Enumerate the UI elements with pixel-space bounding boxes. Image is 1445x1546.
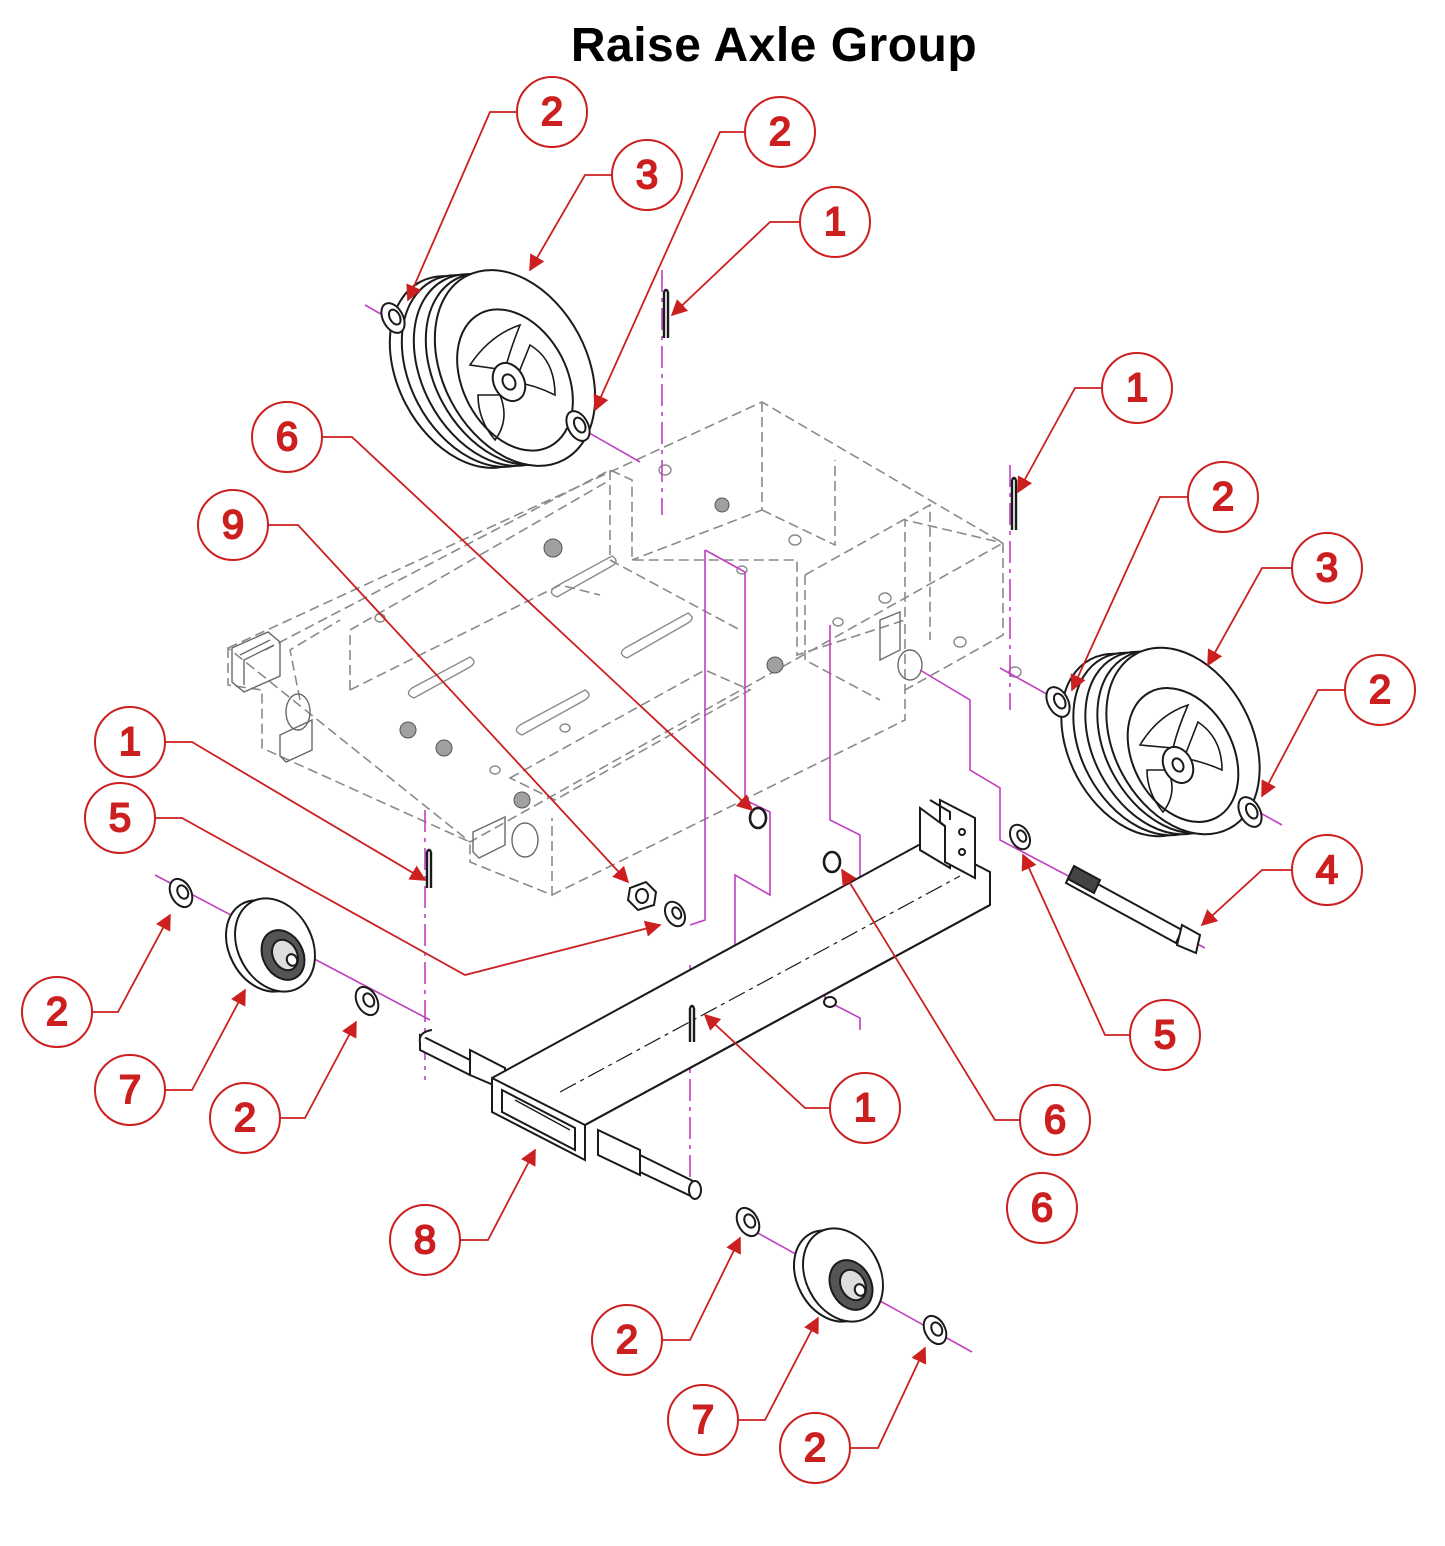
svg-text:2: 2 xyxy=(234,1096,256,1140)
callout-1: 1 xyxy=(829,1072,901,1144)
svg-text:6: 6 xyxy=(1044,1098,1066,1142)
callout-2: 2 xyxy=(209,1082,281,1154)
svg-text:1: 1 xyxy=(1126,366,1148,410)
callout-7: 7 xyxy=(94,1054,166,1126)
callout-2: 2 xyxy=(1344,654,1416,726)
callout-2: 2 xyxy=(744,96,816,168)
callout-2: 2 xyxy=(591,1304,663,1376)
svg-text:2: 2 xyxy=(46,990,68,1034)
svg-text:1: 1 xyxy=(824,200,846,244)
callouts: 2 3 2 1 6 9 1 2 3 2 1 5 4 5 2 7 2 1 6 6 … xyxy=(21,76,1416,1484)
svg-text:6: 6 xyxy=(276,415,298,459)
callout-5: 5 xyxy=(1129,999,1201,1071)
svg-text:2: 2 xyxy=(769,110,791,154)
callout-1: 1 xyxy=(94,706,166,778)
svg-text:5: 5 xyxy=(109,796,131,840)
svg-text:2: 2 xyxy=(541,90,563,134)
callout-9: 9 xyxy=(197,489,269,561)
axle-bolt xyxy=(1064,864,1202,955)
svg-text:4: 4 xyxy=(1316,848,1338,892)
svg-text:1: 1 xyxy=(119,720,141,764)
wheel-upper-left xyxy=(388,269,597,469)
frame-slots xyxy=(374,464,1022,775)
svg-text:2: 2 xyxy=(616,1318,638,1362)
svg-text:5: 5 xyxy=(1154,1013,1176,1057)
callout-2: 2 xyxy=(779,1412,851,1484)
frame-brackets xyxy=(231,610,923,859)
leader-lines xyxy=(92,111,1345,1449)
callout-3: 3 xyxy=(1291,532,1363,604)
callout-3: 3 xyxy=(611,139,683,211)
cotter-pins xyxy=(425,288,1018,1042)
lock-nut xyxy=(626,880,658,912)
diagram-title: Raise Axle Group xyxy=(570,19,978,72)
svg-text:3: 3 xyxy=(1316,546,1338,590)
wheel-right xyxy=(1060,646,1261,838)
callout-2: 2 xyxy=(516,76,588,148)
callout-1: 1 xyxy=(799,186,871,258)
svg-text:6: 6 xyxy=(1031,1186,1053,1230)
callout-6: 6 xyxy=(1006,1172,1078,1244)
svg-text:3: 3 xyxy=(636,153,658,197)
callout-2: 2 xyxy=(1187,461,1259,533)
callout-6: 6 xyxy=(251,401,323,473)
frame-bolts xyxy=(399,497,784,809)
callout-6: 6 xyxy=(1019,1084,1091,1156)
small-wheel-left xyxy=(225,897,316,993)
svg-text:2: 2 xyxy=(1212,475,1234,519)
svg-text:7: 7 xyxy=(692,1398,714,1442)
washers xyxy=(168,302,1263,1346)
small-wheel-bottom xyxy=(793,1227,884,1323)
callout-8: 8 xyxy=(389,1204,461,1276)
svg-text:7: 7 xyxy=(119,1068,141,1112)
callout-4: 4 xyxy=(1291,834,1363,906)
svg-text:2: 2 xyxy=(1369,668,1391,712)
svg-text:1: 1 xyxy=(854,1086,876,1130)
svg-text:8: 8 xyxy=(414,1218,436,1262)
svg-text:9: 9 xyxy=(222,503,244,547)
svg-text:2: 2 xyxy=(804,1426,826,1470)
axle-tube xyxy=(418,798,991,1200)
callout-5: 5 xyxy=(84,782,156,854)
frame-housing xyxy=(226,401,1005,897)
callout-7: 7 xyxy=(667,1384,739,1456)
callout-1: 1 xyxy=(1101,352,1173,424)
callout-2: 2 xyxy=(21,976,93,1048)
